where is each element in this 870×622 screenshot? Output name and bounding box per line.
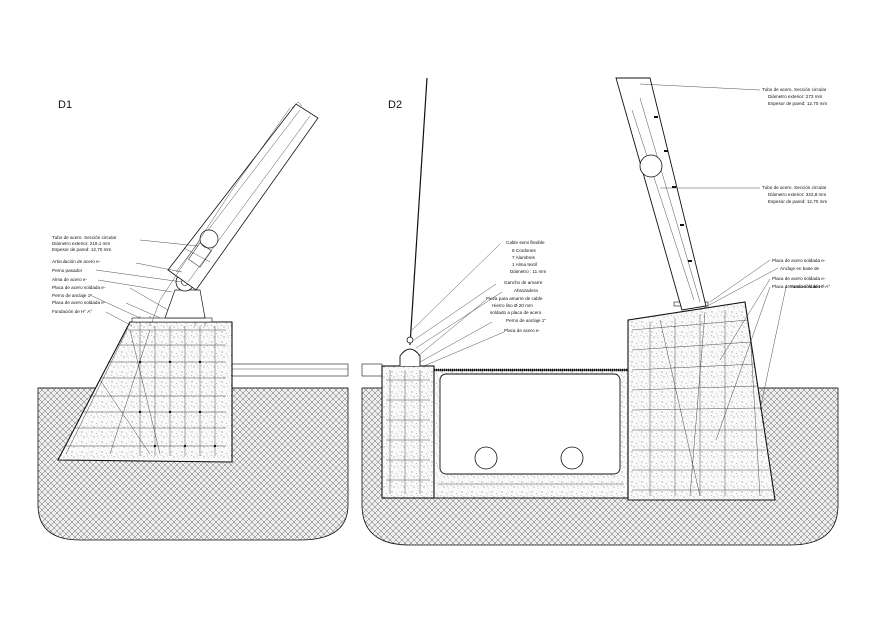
d1-tube-label: Tubo de acero. Sección circular xyxy=(52,235,117,240)
d2-cable-label-1: 6 Cordones xyxy=(512,248,536,253)
d2-tube-top-labels: Tubo de acero. Sección circular Diámetro… xyxy=(762,87,827,106)
d2-clamp-label: Abrazadera xyxy=(514,288,538,293)
d1-plate-label: Placa de acero soldada e- xyxy=(52,285,108,290)
d2-cable-label-2: 7 Alambres xyxy=(512,255,536,260)
d2-tube-top-label-2: Espesor de pared: 12,70 mm xyxy=(768,101,827,106)
d1-inclined-tube xyxy=(167,101,319,291)
d2-main-foundation xyxy=(627,301,776,501)
d1-thickness-label: Espesor de pared: 12,70 mm xyxy=(52,247,111,252)
d2-base-label-2: Placa de acero soldada e- xyxy=(772,276,828,281)
d2-cable-label-3: 1 Alma textil xyxy=(512,262,537,267)
d2-tube-mid-labels: Tubo de acero. Sección circular Diámetro… xyxy=(762,185,827,204)
d1-anchor-label: Perno de anclaje 1" xyxy=(52,293,92,298)
d2-tube-mid-label-1: Diámetro exterior: 323,8 mm xyxy=(768,192,826,197)
d1-pin-label: Perno pasador xyxy=(52,268,84,273)
d2-cable-labels: Cable semi flexible 6 Cordones 7 Alambre… xyxy=(486,240,546,333)
d1-diameter-label: Diámetro exterior: 219,1 mm xyxy=(52,241,110,246)
d1-slab xyxy=(231,363,349,377)
d2-cable-label-4: Diámetro : 11 mm xyxy=(510,269,546,274)
d1-rebar xyxy=(65,326,226,456)
detail-d2: D2 xyxy=(361,77,839,546)
d2-weld-label: soldado a placa de acero xyxy=(490,310,542,315)
d1-plate2-label: Placa de acero soldada e- xyxy=(52,300,108,305)
detail-d1: D1 xyxy=(37,99,349,541)
d2-base-label-3: Placa de acero soldada e- xyxy=(772,284,828,289)
d1-hinge-label: Articulación de acero e- xyxy=(52,259,102,264)
d2-foundation-label: Fundación de H° A° xyxy=(790,284,830,289)
d2-cable-label-0: Cable semi flexible xyxy=(506,240,545,245)
d2-title: D2 xyxy=(388,99,402,111)
d2-tube-top-label-1: Diámetro exterior: 273 mm xyxy=(768,94,823,99)
d2-base-labels: Placa de acero soldada e- Anclaje en bas… xyxy=(772,258,828,289)
d1-title: D1 xyxy=(58,99,72,111)
d2-base-label-0: Placa de acero soldada e- xyxy=(772,258,828,263)
d2-tube-mid-label-0: Tubo de acero. Sección circular xyxy=(762,185,827,190)
d2-plate-label: Placa de acero e- xyxy=(504,328,542,333)
d2-hook-label: Gancho de amarre xyxy=(504,280,543,285)
d2-tube-top-label-0: Tubo de acero. Sección circular xyxy=(762,87,827,92)
d2-bar-label: Hierro liso Ø 20 mm xyxy=(492,303,533,308)
d1-web-label: Alma de acero e- xyxy=(52,277,89,282)
d1-foundation-label: Fundación de H° A° xyxy=(52,309,92,314)
d2-cable-piece-label: Pieza para amarre de cable xyxy=(486,296,543,301)
d1-labels: Tubo de acero. Sección circular Diámetro… xyxy=(52,235,117,314)
d2-tube-mid-label-2: Espesor de pared: 12,70 mm xyxy=(768,199,827,204)
d2-tall-tube xyxy=(615,77,707,311)
d2-guy-cable xyxy=(409,77,428,346)
d2-base-label-1: Anclaje en base de xyxy=(780,266,821,271)
d2-anchor-label: Perno de anclaje 1" xyxy=(506,318,546,323)
